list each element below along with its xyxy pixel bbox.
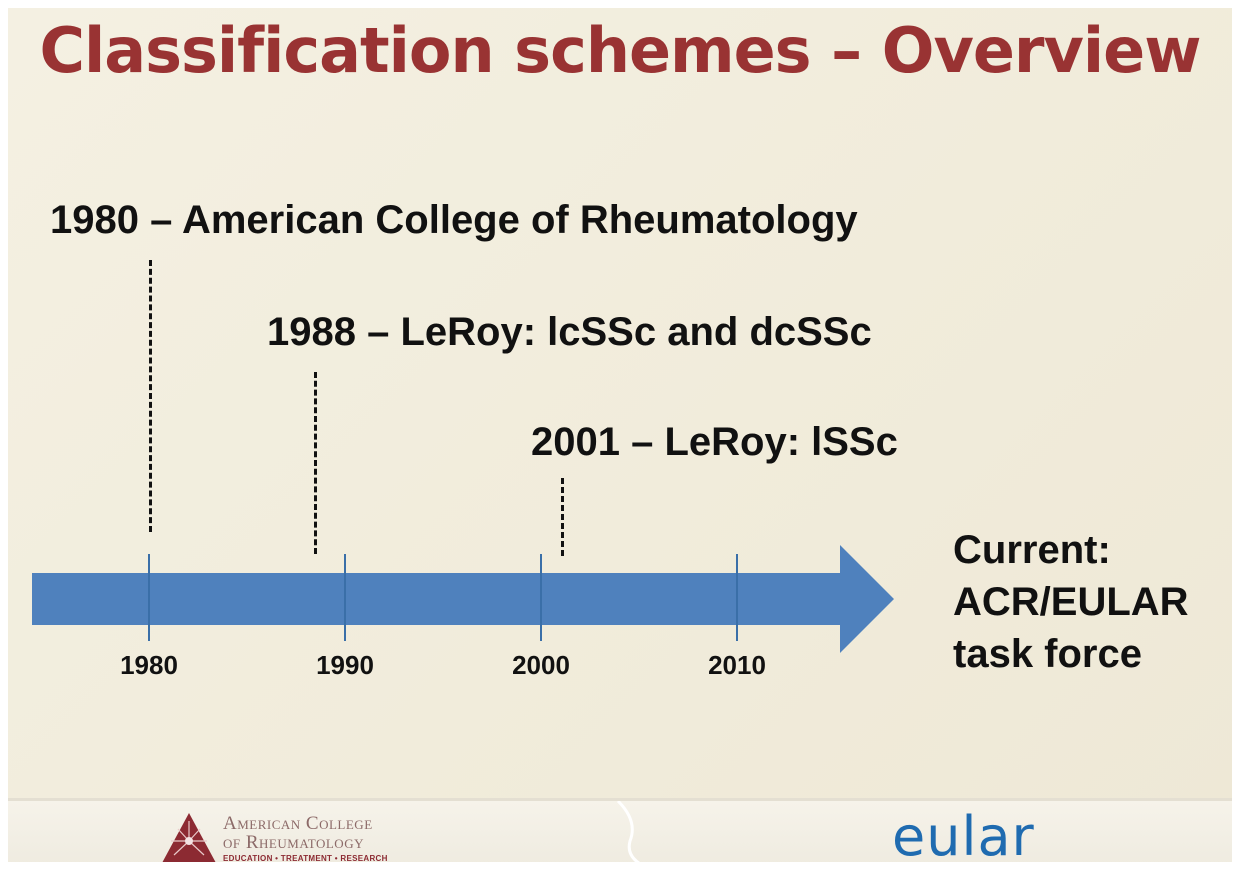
- tick-label-2010: 2010: [708, 650, 766, 680]
- event-1988-marker: [314, 372, 317, 554]
- event-2001-marker: [561, 478, 564, 556]
- acr-tagline: EDUCATION • TREATMENT • RESEARCH: [223, 854, 388, 862]
- event-1980-label: 1980 – American College of Rheumatology: [50, 198, 858, 242]
- current-line-1: Current:: [953, 528, 1111, 572]
- slide-title: Classification schemes – Overview: [39, 14, 1202, 87]
- footer: American College of Rheumatology EDUCATI…: [8, 798, 1232, 862]
- acr-name-line-1: American College: [223, 813, 373, 834]
- acr-logo-icon: [162, 813, 216, 862]
- tick-label-2000: 2000: [512, 650, 570, 680]
- event-1980-marker: [149, 260, 152, 532]
- current-line-3: task force: [953, 632, 1142, 676]
- timeline-arrow: [32, 545, 894, 653]
- tick-label-1990: 1990: [316, 650, 374, 680]
- acr-name-line-2: of Rheumatology: [223, 832, 364, 853]
- event-2001-label: 2001 – LeRoy: lSSc: [531, 420, 898, 464]
- event-1988-label: 1988 – LeRoy: lcSSc and dcSSc: [267, 310, 872, 354]
- current-status: Current: ACR/EULAR task force: [953, 524, 1189, 680]
- tick-label-1980: 1980: [120, 650, 178, 680]
- slide: Classification schemes – Overview 1980 –…: [8, 8, 1232, 862]
- eular-logo: eular: [892, 805, 1035, 862]
- footer-divider: [616, 801, 641, 862]
- current-line-2: ACR/EULAR: [953, 580, 1189, 624]
